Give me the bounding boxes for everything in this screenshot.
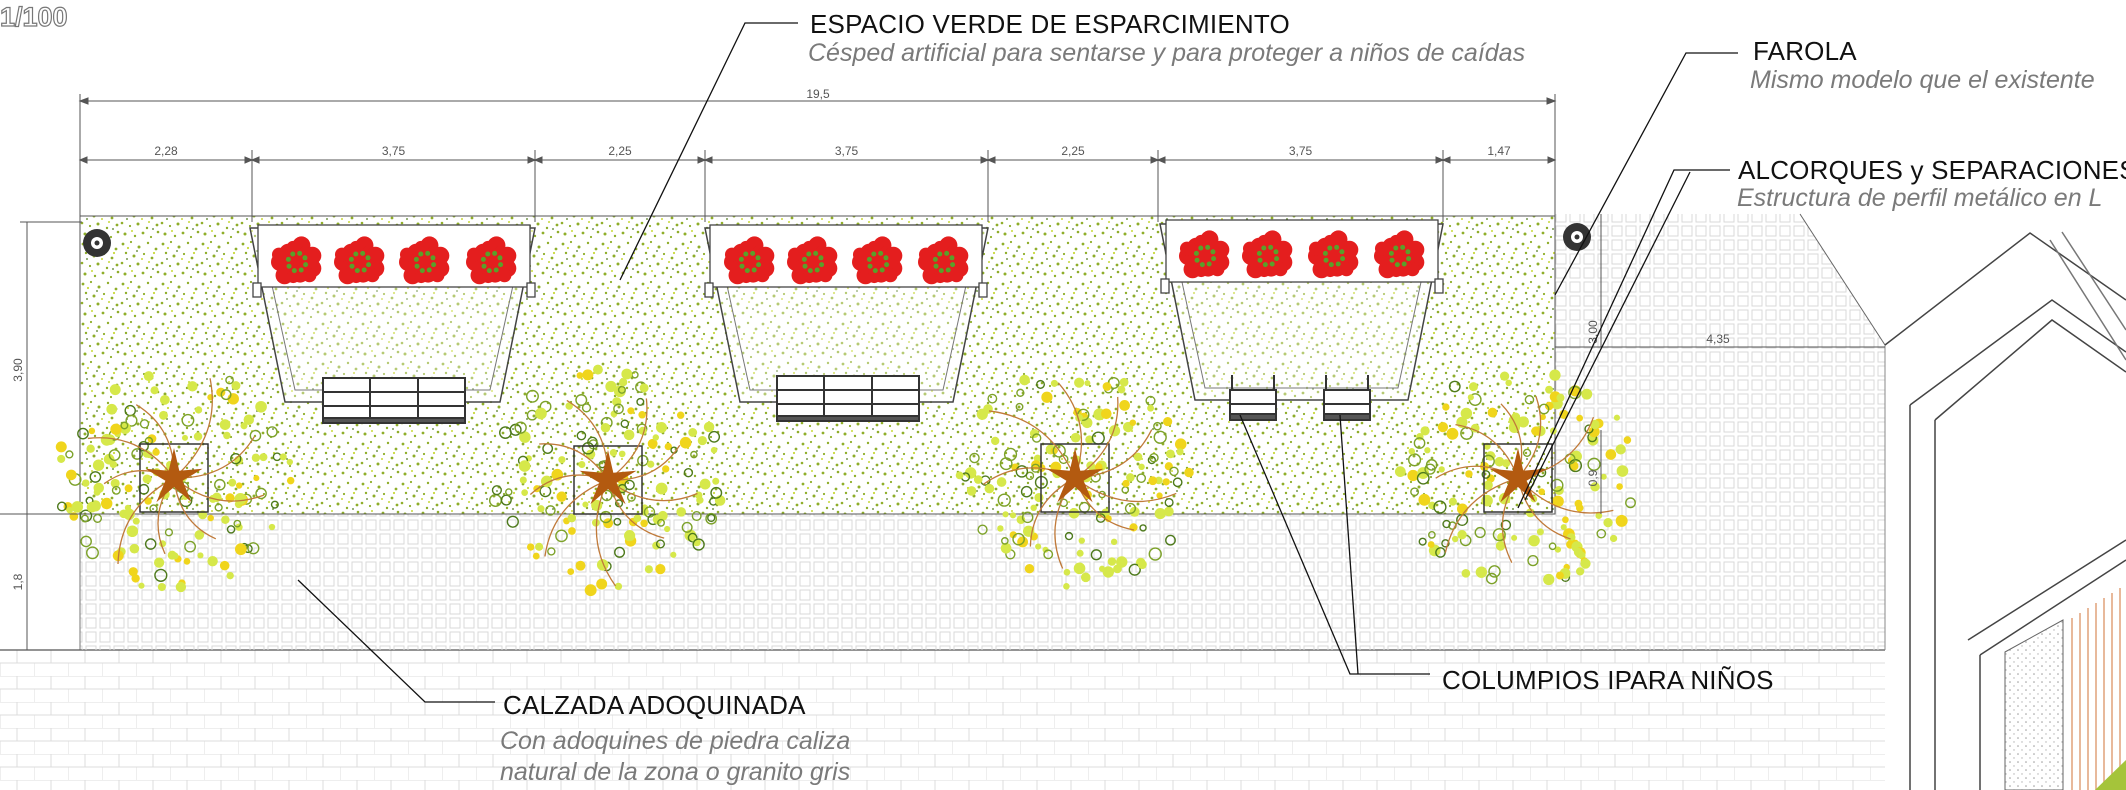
lamp (1563, 223, 1591, 251)
flowers-group (271, 230, 1425, 285)
adjacent-building (1884, 231, 2126, 790)
flower-cluster (1242, 230, 1293, 279)
flower-cluster (918, 236, 969, 285)
flower-cluster (852, 236, 903, 285)
paving-area (0, 650, 1885, 790)
swings (1229, 375, 1371, 421)
swings-title: COLUMPIOS IPARA NIÑOS (1442, 665, 1774, 695)
dim-segment: 2,25 (1061, 144, 1085, 158)
bench (776, 375, 920, 422)
flower-cluster (399, 236, 450, 285)
leader-lines (297, 22, 1738, 703)
dim-segment: 2,28 (154, 144, 178, 158)
flower-cluster (334, 236, 385, 285)
dim-segment: 3,75 (382, 144, 406, 158)
paving-subtitle-line2: natural de la zona o granito gris (500, 758, 851, 786)
tree-pits-subtitle: Estructura de perfil metálico en L (1737, 184, 2103, 212)
tree-pits-title: ALCORQUES y SEPARACIONES (1738, 155, 2126, 185)
dim-segment: 2,25 (608, 144, 632, 158)
dim-small: 0,9 (1586, 469, 1600, 486)
dim-segment: 3,75 (835, 144, 859, 158)
dim-segment: 3,75 (1289, 144, 1313, 158)
dim-right-height: 3,00 (1586, 320, 1600, 344)
flower-cluster (1179, 230, 1230, 279)
flower-cluster (466, 236, 517, 285)
flower-cluster (1308, 230, 1359, 279)
dimension-lines (20, 94, 1885, 651)
flower-cluster (787, 236, 838, 285)
flower-cluster (1374, 230, 1425, 279)
dim-right-width: 4,35 (1706, 332, 1730, 346)
tree (1394, 369, 1636, 586)
green-space-subtitle: Césped artificial para sentarse y para p… (808, 39, 1526, 67)
right-plaza (1555, 214, 1885, 650)
scale-label: 1/100 (0, 1, 68, 32)
lamp-subtitle: Mismo modelo que el existente (1750, 66, 2095, 94)
dim-height-main: 3,90 (11, 358, 25, 382)
green-space-title: ESPACIO VERDE DE ESPARCIMIENTO (810, 9, 1290, 39)
lamp-title: FAROLA (1753, 36, 1857, 66)
tree (55, 371, 295, 593)
tree (488, 364, 726, 597)
dim-total: 19,5 (806, 87, 830, 101)
flower-cluster (724, 236, 775, 285)
dim-segment: 1,47 (1487, 144, 1511, 158)
trees-group (55, 364, 1636, 597)
wood-facade (2071, 588, 2121, 790)
lamp (83, 229, 111, 257)
dim-height-walk: 1,8 (11, 573, 25, 590)
paving-subtitle-line1: Con adoquines de piedra caliza (500, 727, 851, 755)
bench (322, 377, 466, 424)
flower-cluster (271, 236, 322, 285)
tree (955, 374, 1194, 590)
paving-title: CALZADA ADOQUINADA (503, 690, 806, 720)
benches (322, 375, 920, 424)
